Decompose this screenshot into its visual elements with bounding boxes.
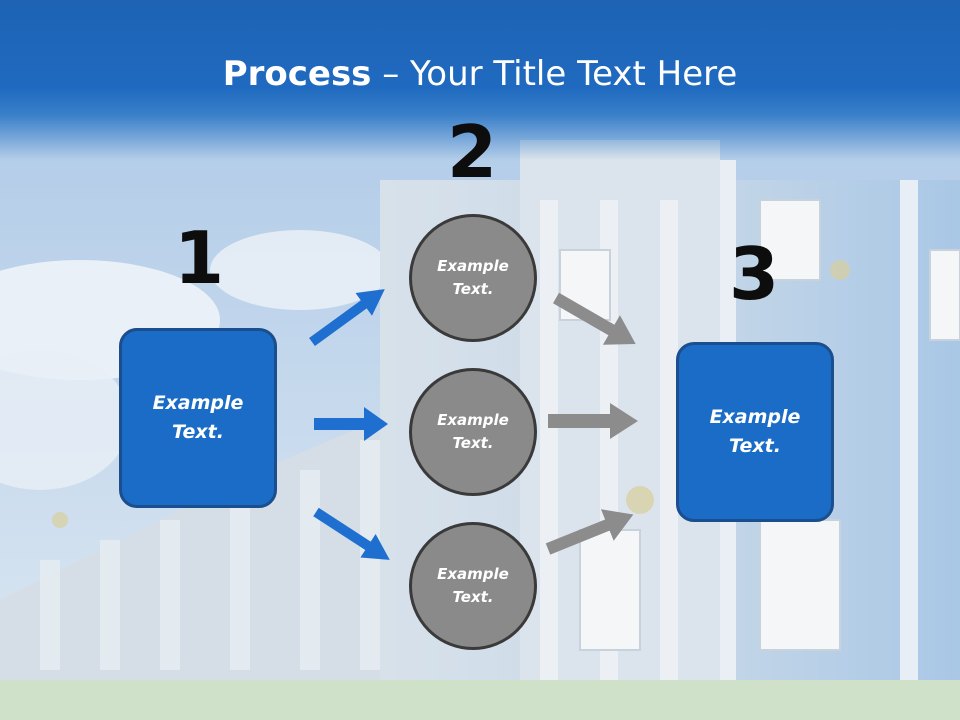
title-band [0,0,960,160]
step-2-circle-top: Example Text. [409,214,537,342]
step-number-2: 2 [446,110,498,194]
step-number-3: 3 [728,232,780,316]
slide-title: Process – Your Title Text Here [0,50,960,98]
step-3-box: Example Text. [676,342,834,522]
step-2-circle-middle: Example Text. [409,368,537,496]
step-number-1: 1 [173,216,225,300]
title-rest: – Your Title Text Here [371,54,738,94]
title-bold: Process [222,54,372,94]
step-2-circle-bottom: Example Text. [409,522,537,650]
step-1-box: Example Text. [119,328,277,508]
